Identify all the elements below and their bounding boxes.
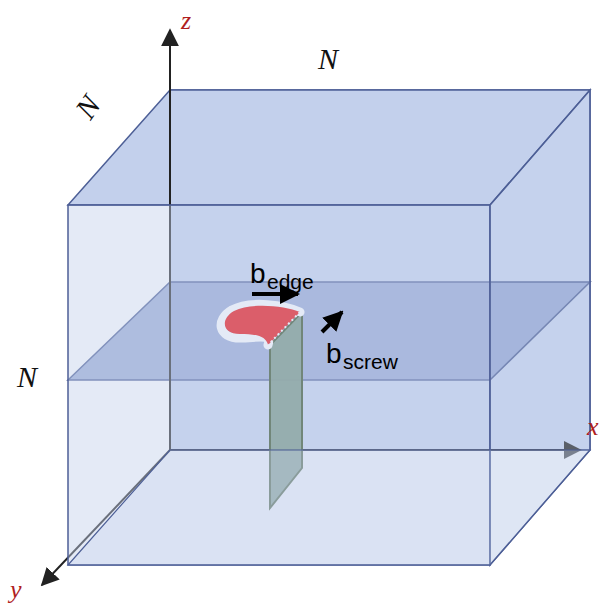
- axis-label: y: [10, 575, 22, 605]
- burgers-subscript: edge: [267, 270, 314, 294]
- screw-burgers-arrow: [322, 312, 342, 332]
- axis-label: z: [181, 6, 191, 36]
- dimension-label: N: [318, 42, 338, 76]
- cube-bottom-face: [68, 450, 590, 565]
- dimension-label: N: [68, 89, 107, 125]
- burgers-vector-label: b: [250, 258, 266, 290]
- dimension-label: N: [17, 360, 37, 394]
- burgers-vector-label: b: [326, 338, 342, 370]
- burgers-subscript: screw: [343, 350, 398, 374]
- axis-label: x: [587, 412, 599, 442]
